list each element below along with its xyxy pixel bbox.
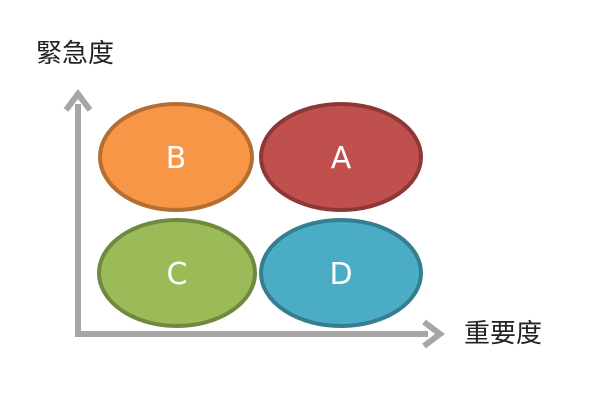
x-axis-title: 重要度 [464, 319, 542, 349]
quadrant-b: B [98, 102, 254, 212]
quadrant-c: C [97, 218, 257, 328]
quadrant-a-ellipse [259, 102, 423, 212]
quadrant-c-label: C [167, 257, 188, 292]
y-axis-title: 緊急度 [36, 39, 114, 69]
quadrant-a-label: A [331, 141, 352, 176]
x-axis-arrowhead [422, 319, 445, 349]
quadrant-b-label: B [166, 141, 187, 176]
quadrant-b-ellipse [98, 102, 254, 212]
quadrant-d: D [259, 218, 423, 328]
quadrant-d-label: D [329, 257, 352, 292]
quadrant-c-ellipse [97, 218, 257, 328]
quadrant-d-ellipse [259, 218, 423, 328]
axis-lines [75, 104, 428, 337]
y-axis-arrowhead [63, 89, 93, 112]
quadrant-a: A [259, 102, 423, 212]
